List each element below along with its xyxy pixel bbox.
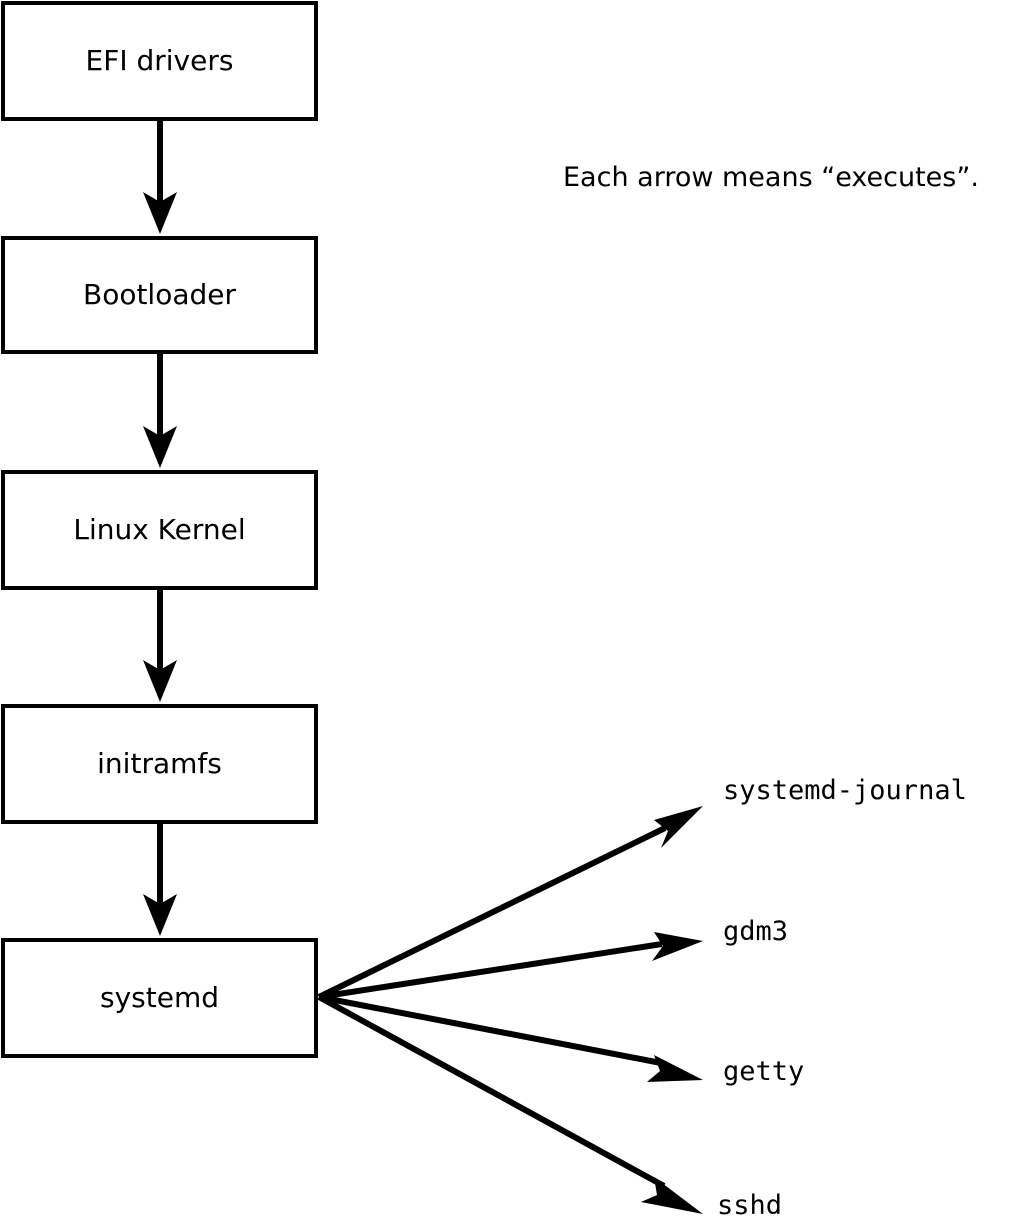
arrow-systemd-to-getty — [318, 994, 703, 1082]
node-label-bootloader: Bootloader — [82, 278, 237, 311]
node-bootloader[interactable]: Bootloader — [1, 236, 318, 354]
node-label-systemd-journal[interactable]: systemd-journal — [723, 775, 967, 806]
node-label-sshd[interactable]: sshd — [717, 1190, 783, 1221]
node-systemd[interactable]: systemd — [1, 938, 318, 1058]
node-label-efi-drivers: EFI drivers — [85, 44, 234, 77]
arrow-initramfs-to-systemd — [143, 824, 177, 936]
arrow-bootloader-to-linux-kernel — [143, 354, 177, 468]
node-label-gdm3[interactable]: gdm3 — [723, 916, 789, 947]
node-efi-drivers[interactable]: EFI drivers — [1, 1, 318, 121]
node-label-linux-kernel: Linux Kernel — [73, 513, 246, 546]
arrow-efi-drivers-to-bootloader — [143, 121, 177, 234]
node-initramfs[interactable]: initramfs — [1, 704, 318, 824]
node-label-initramfs: initramfs — [97, 747, 222, 780]
node-label-systemd: systemd — [100, 981, 219, 1014]
node-label-getty[interactable]: getty — [723, 1056, 805, 1087]
arrow-linux-kernel-to-initramfs — [143, 590, 177, 702]
node-linux-kernel[interactable]: Linux Kernel — [1, 470, 318, 590]
arrow-systemd-to-sshd — [317, 994, 703, 1214]
arrow-systemd-to-systemd-journal — [317, 806, 703, 1000]
arrow-systemd-to-gdm3 — [318, 932, 703, 1000]
diagram-caption: Each arrow means “executes”. — [563, 162, 979, 193]
